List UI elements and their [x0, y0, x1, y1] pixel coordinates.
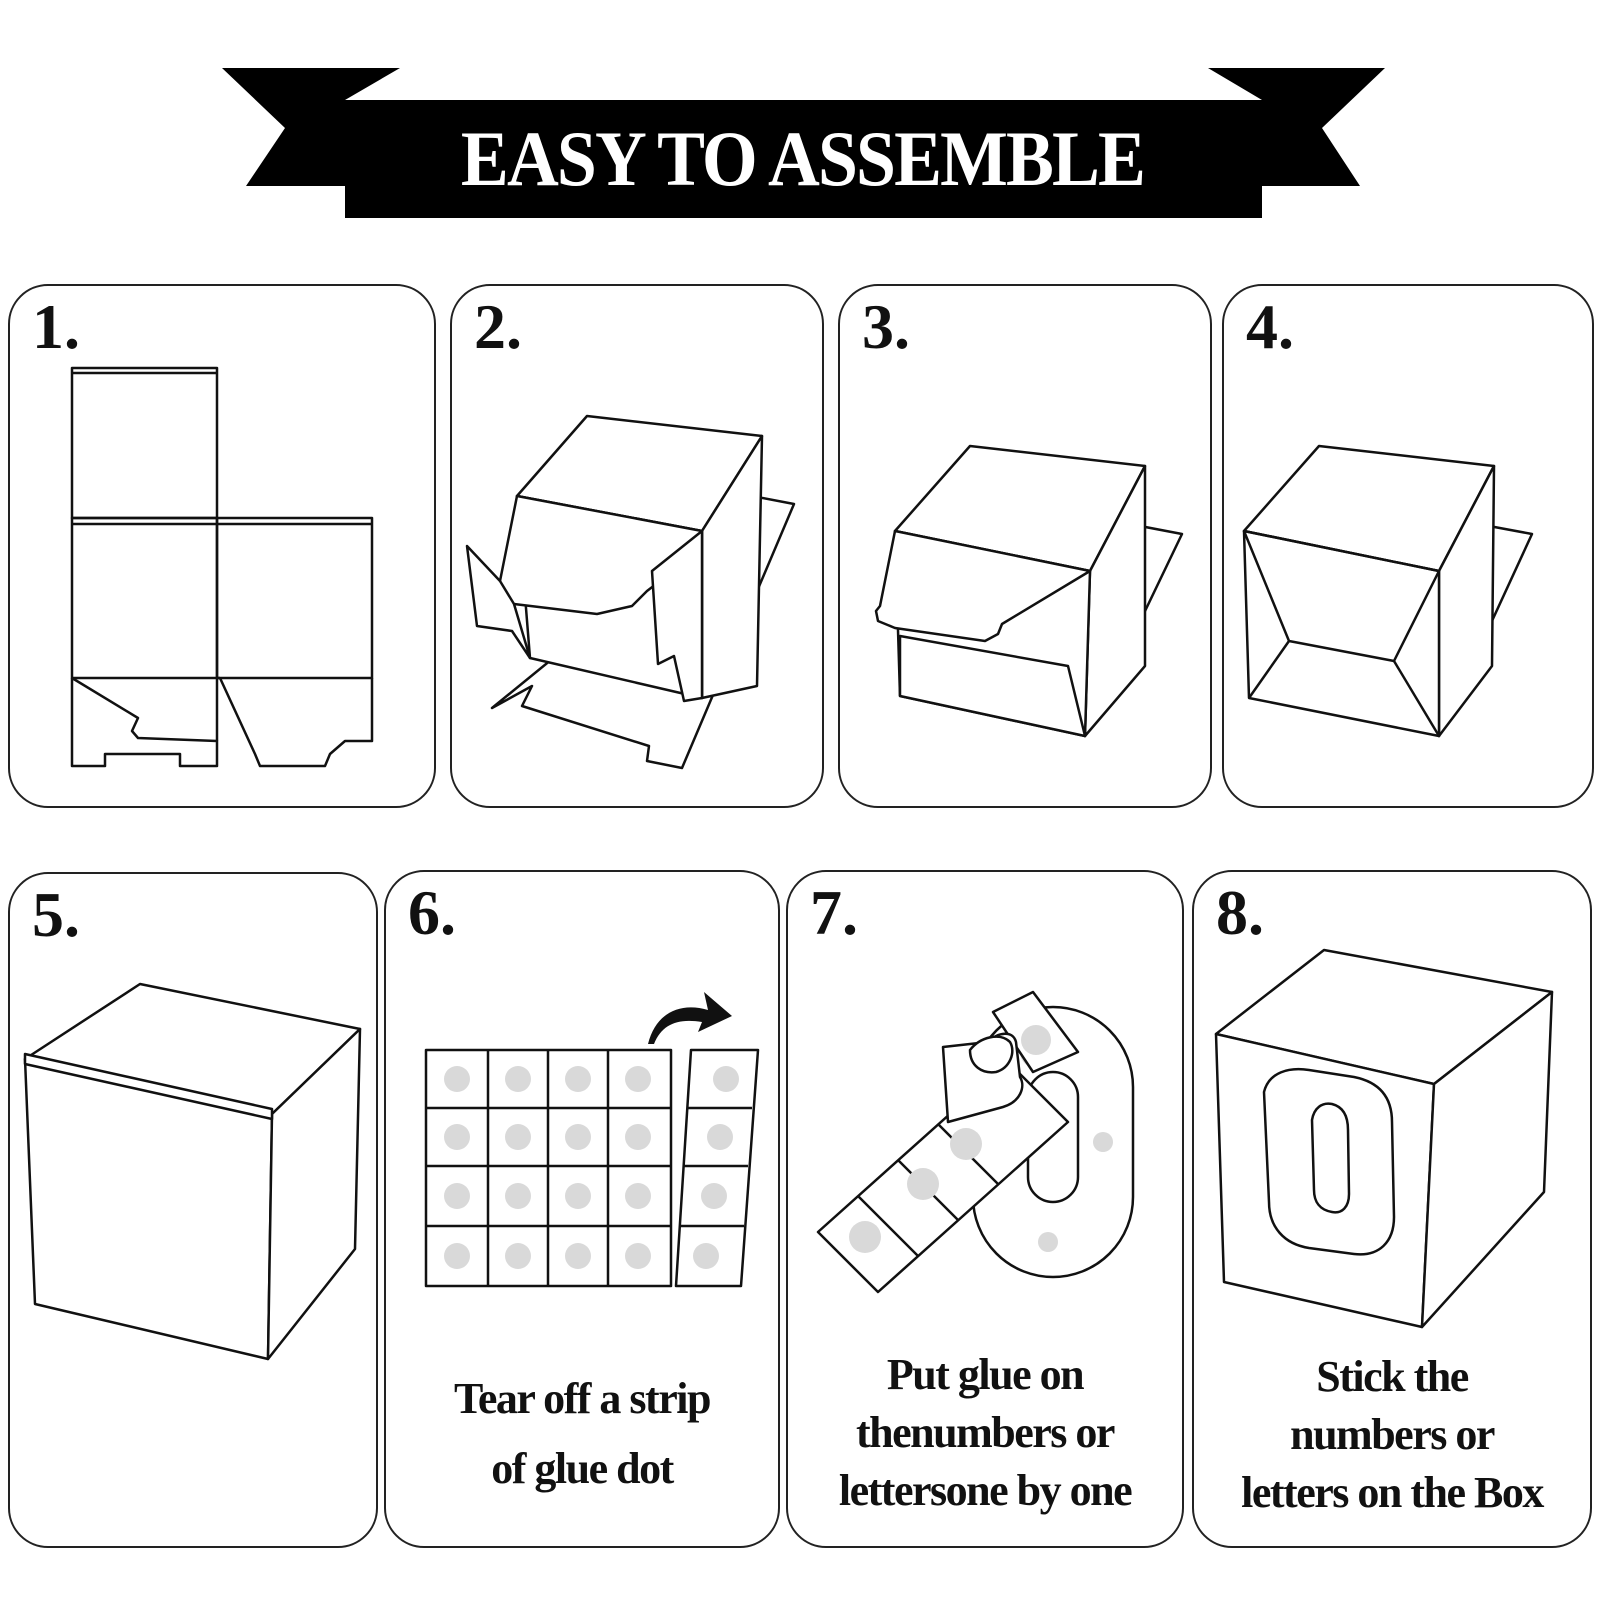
step-7-caption: Put glue on thenumbers or lettersone by … [788, 1346, 1182, 1520]
step-5-panel: 5. [8, 872, 378, 1548]
step-8-panel: 8. Stick the numbers or letters on the B… [1192, 870, 1592, 1548]
caption-line: thenumbers or [856, 1408, 1115, 1457]
step-3-panel: 3. [838, 284, 1212, 808]
step-2-number: 2. [474, 291, 522, 362]
step-5-number: 5. [32, 879, 80, 950]
number-zero-on-box [1262, 1068, 1396, 1256]
unfolded-box-illustration [70, 366, 374, 768]
glue-on-number-illustration [816, 990, 1135, 1294]
hand-finger-icon [941, 1032, 1024, 1124]
step-4-panel: 4. [1222, 284, 1594, 808]
step-7-panel: 7. Put glue on thenumbers or lettersone … [786, 870, 1184, 1548]
caption-line: lettersone by one [838, 1466, 1133, 1515]
caption-line: Tear off a strip [454, 1374, 711, 1423]
banner-title: EASY TO ASSEMBLE [460, 115, 1146, 202]
caption-line: numbers or [1290, 1410, 1495, 1459]
step-4-number: 4. [1246, 291, 1294, 362]
step-8-caption: Stick the numbers or letters on the Box [1194, 1348, 1590, 1522]
step-1-number: 1. [32, 291, 80, 362]
step-3-number: 3. [862, 291, 910, 362]
glue-dot-sheet [424, 1048, 673, 1288]
ribbon-left-tail [222, 68, 400, 186]
step-7-number: 7. [810, 877, 858, 948]
banner-ribbon [222, 68, 1385, 218]
step-6-number: 6. [408, 877, 456, 948]
glue-dot-strip [816, 1060, 1070, 1294]
finished-box-illustration [1214, 948, 1554, 1329]
box-folding-illustration [874, 444, 1184, 738]
box-folding-illustration [465, 414, 796, 770]
glue-dot-sheet-illustration [424, 992, 760, 1288]
caption-line: letters on the Box [1241, 1468, 1544, 1517]
step-6-caption: Tear off a strip of glue dot [386, 1370, 778, 1498]
step-1-panel: 1. [8, 284, 436, 808]
step-8-number: 8. [1216, 877, 1264, 948]
ribbon-right-tail [1208, 68, 1385, 186]
closed-box-illustration [23, 982, 362, 1361]
caption-line: of glue dot [491, 1444, 674, 1493]
step-6-panel: 6. Tear off a strip of glue dot [384, 870, 780, 1548]
box-open-bottom-illustration [1242, 444, 1534, 738]
torn-strip [674, 1048, 760, 1288]
step-2-panel: 2. [450, 284, 824, 808]
tear-arrow-icon [648, 992, 732, 1044]
caption-line: Stick the [1316, 1352, 1469, 1401]
caption-line: Put glue on [886, 1350, 1085, 1399]
ribbon-center [345, 100, 1262, 218]
